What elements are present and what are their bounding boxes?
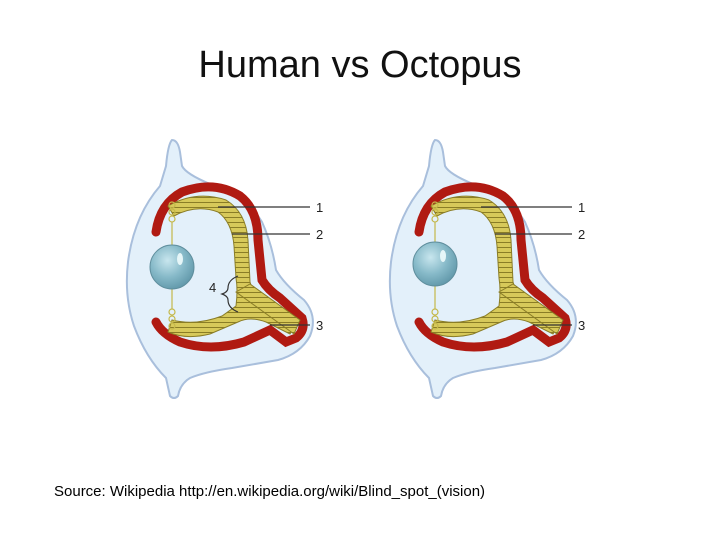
human-lens: [149, 244, 195, 290]
octopus-optic-nerve: [498, 283, 564, 335]
human-ciliary-coils: [168, 201, 176, 330]
human-eye: 1 2 3 4: [125, 138, 323, 399]
human-label-4: 4: [209, 280, 216, 295]
octopus-lens: [412, 241, 458, 287]
octopus-eye: 1 2 3: [388, 138, 585, 399]
human-lens-highlight: [177, 253, 183, 265]
human-bracket-4: [220, 275, 239, 313]
human-label-3: 3: [316, 318, 323, 333]
octopus-label-1: 1: [578, 200, 585, 215]
octopus-lens-highlight: [440, 250, 446, 262]
octopus-choroid: [414, 182, 571, 352]
human-label-1: 1: [316, 200, 323, 215]
human-label-2: 2: [316, 227, 323, 242]
octopus-label-2: 2: [578, 227, 585, 242]
human-choroid: [151, 182, 308, 352]
slide-title: Human vs Octopus: [198, 44, 522, 86]
octopus-label-3: 3: [578, 318, 585, 333]
human-optic-nerve: [235, 283, 301, 335]
source-caption: Source: Wikipedia http://en.wikipedia.or…: [54, 483, 486, 500]
